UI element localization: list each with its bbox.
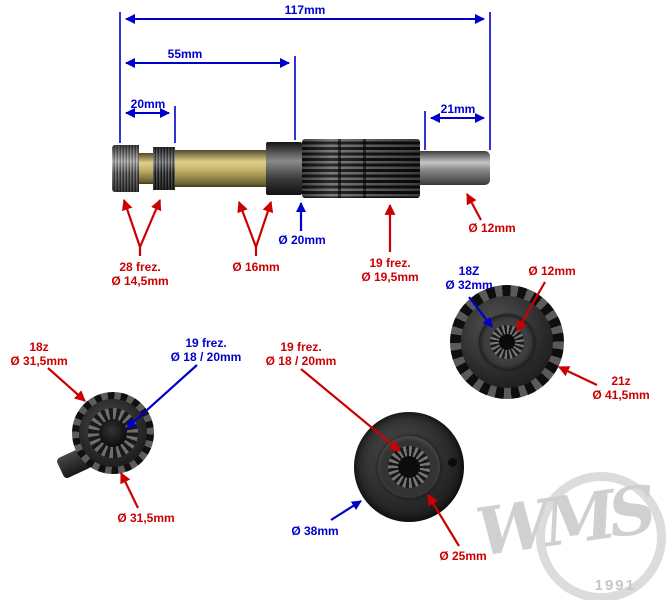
shaft-ring-groove-2 (363, 139, 366, 198)
leader-hub1-outer (120, 472, 139, 509)
dimension-extension-lines (119, 12, 491, 150)
label-spline-28frez: 28 frez. Ø 14,5mm (111, 260, 169, 289)
leader-16mm-right (254, 200, 274, 248)
label-gear-21z: 21z Ø 41,5mm (592, 374, 650, 403)
shaft-brass-body (175, 150, 266, 187)
shaft-steel-end (420, 151, 490, 185)
leader-28frez-left (121, 198, 142, 248)
shaft-collar (266, 142, 302, 195)
watermark-logo: WMS 1991 (471, 468, 670, 600)
leader-16mm-left (237, 200, 258, 248)
label-hub2-bore: 19 frez. Ø 18 / 20mm (265, 340, 337, 369)
shaft-spline-section-2 (153, 147, 175, 190)
gear-bore-hole (499, 334, 515, 350)
dimension-lines (125, 14, 485, 123)
dim-label-55mm: 55mm (167, 47, 203, 61)
label-gear-18z: 18Z Ø 32mm (445, 264, 493, 293)
watermark-year-text: 1991 (594, 577, 636, 594)
dim-label-20mm: 20mm (130, 97, 166, 111)
splined-hub-left (55, 392, 154, 480)
label-spline-19frez: 19 frez. Ø 19,5mm (361, 256, 419, 285)
label-hub2-outer: Ø 38mm (291, 524, 339, 538)
label-hub1-18z: 18z Ø 31,5mm (10, 340, 68, 369)
label-shaft-20mm: Ø 20mm (278, 233, 326, 247)
leader-shaft-12mm (466, 193, 482, 221)
label-gear-bore-12mm: Ø 12mm (528, 264, 576, 278)
gear-21t (450, 285, 564, 399)
shaft-spline-section-1 (112, 145, 139, 192)
flanged-hub-middle (354, 412, 464, 522)
label-hub2-inner: Ø 25mm (439, 549, 487, 563)
dim-label-21mm: 21mm (440, 102, 476, 116)
label-hub1-bore: 19 frez. Ø 18 / 20mm (170, 336, 242, 365)
hub-mid-bore-hole (398, 456, 420, 478)
hub-mid-small-hole (448, 458, 457, 467)
label-shaft-16mm: Ø 16mm (232, 260, 280, 274)
hub-left-bore-hole (99, 419, 127, 447)
shaft-neck (139, 153, 153, 184)
leader-28frez-right (138, 198, 162, 248)
label-shaft-12mm: Ø 12mm (468, 221, 516, 235)
dim-label-117mm: 117mm (284, 3, 326, 17)
watermark-ring (536, 472, 666, 600)
label-hub1-outer: Ø 31,5mm (117, 511, 175, 525)
shaft-ring-groove-1 (338, 139, 341, 198)
shaft-main-spline (302, 139, 420, 198)
